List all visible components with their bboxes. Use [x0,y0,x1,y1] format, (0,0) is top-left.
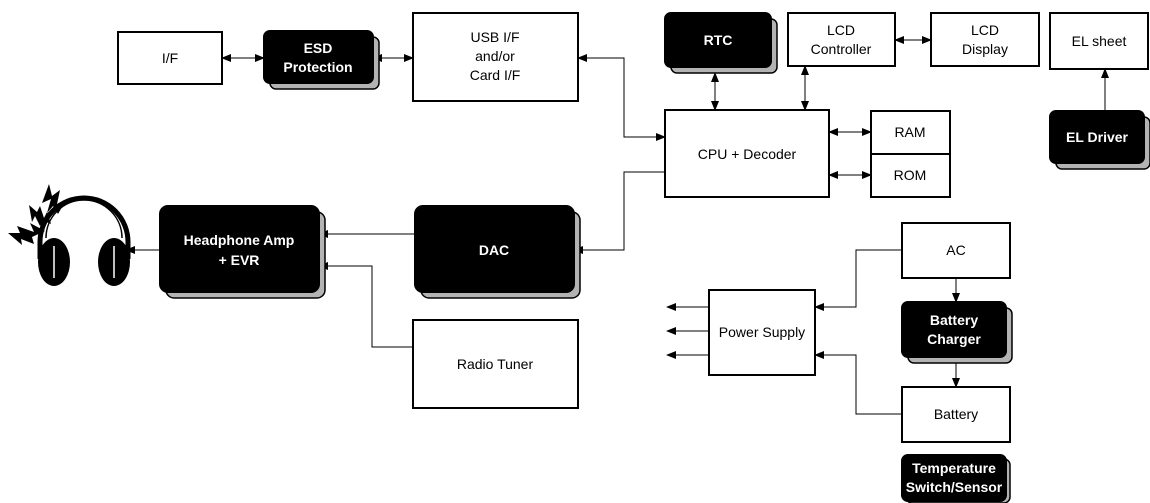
block-charger-line1: Battery [930,312,978,328]
wire-ac-power [814,249,902,311]
block-lcd-display: LCD Display [930,12,1040,67]
block-headphone-amp: Headphone Amp + EVR [159,205,326,299]
wire-cpu-dac [573,171,665,254]
headphones-icon [37,195,131,286]
block-usb-label-line2: and/or [475,48,515,64]
block-rtc-label: RTC [704,32,733,48]
block-rom-label: ROM [894,167,927,183]
wire-radio-hpamp [318,262,413,348]
block-battery-charger: Battery Charger [901,301,1013,364]
block-radio-label: Radio Tuner [457,356,534,372]
sound-waves-icon [8,184,66,245]
block-esd-line2: Protection [283,59,352,75]
block-if: I/F [117,31,223,85]
block-hpamp-line1: Headphone Amp [184,232,295,248]
block-if-label: I/F [162,50,178,66]
block-ram: RAM [870,110,951,155]
block-dac-label: DAC [479,242,509,258]
block-el-driver-label: EL Driver [1066,129,1129,145]
block-power-supply: Power Supply [708,289,816,376]
block-usb-card-if: USB I/F and/or Card I/F [412,12,579,102]
block-temp-line2: Switch/Sensor [906,479,1003,495]
block-el-sheet-label: EL sheet [1072,33,1127,49]
block-usb-label-line1: USB I/F [470,29,519,45]
block-esd-line1: ESD [304,40,333,56]
block-lcd-controller: LCD Controller [787,12,896,67]
block-ram-label: RAM [894,124,925,140]
block-lcd-display-line1: LCD [971,22,999,38]
block-esd-protection: ESD Protection [263,30,380,90]
block-radio-tuner: Radio Tuner [412,319,579,409]
block-battery: Battery [901,386,1011,443]
block-temperature-switch: Temperature Switch/Sensor [901,454,1011,503]
wire-battery-power [814,351,902,415]
block-ac: AC [901,222,1011,279]
wire-usb-cpu [577,54,666,141]
block-hpamp-line2: + EVR [219,252,260,268]
block-lcd-controller-line2: Controller [811,41,872,57]
block-ac-label: AC [946,242,965,258]
block-power-label: Power Supply [719,324,805,340]
block-charger-line2: Charger [927,331,981,347]
block-cpu-label: CPU + Decoder [698,146,797,162]
block-temp-line1: Temperature [912,460,996,476]
connections [125,36,1109,415]
block-el-sheet: EL sheet [1049,12,1149,70]
block-usb-label-line3: Card I/F [470,67,521,83]
block-el-driver: EL Driver [1049,110,1150,170]
block-lcd-display-line2: Display [962,41,1008,57]
block-lcd-controller-line1: LCD [827,22,855,38]
block-battery-label: Battery [934,406,978,422]
block-dac: DAC [414,205,581,299]
block-rtc: RTC [664,12,778,74]
block-cpu-decoder: CPU + Decoder [664,109,830,198]
block-rom: ROM [870,153,951,198]
